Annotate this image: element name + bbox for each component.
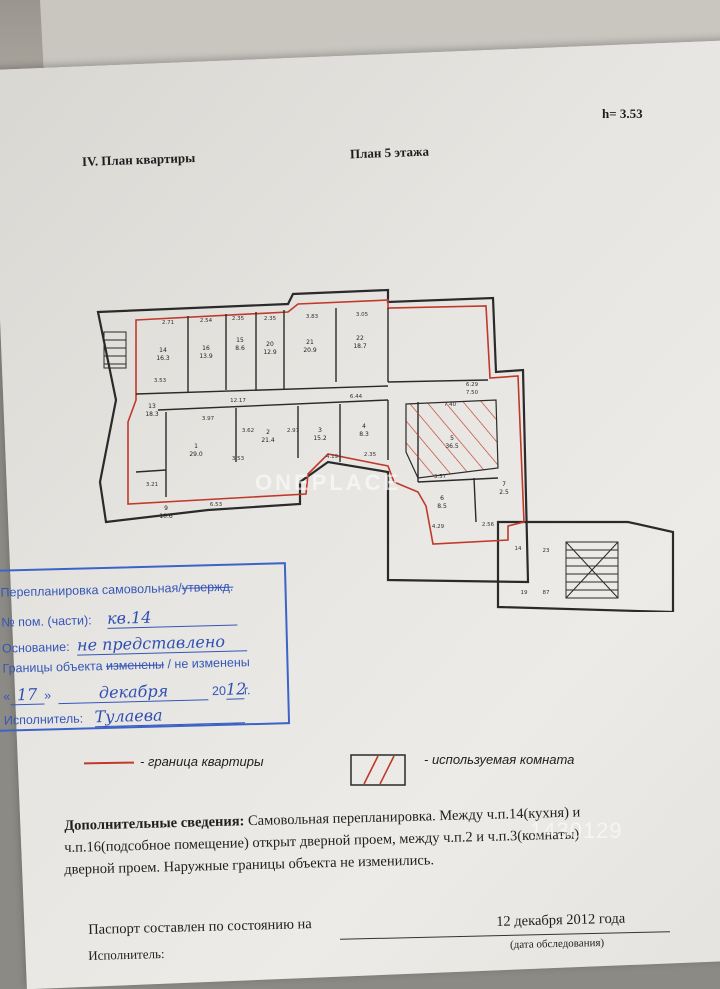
stamp-status-label: Перепланировка самовольная/ — [0, 580, 182, 600]
survey-date: 12 декабря 2012 года — [496, 910, 626, 930]
dim-label: 3.57 — [434, 474, 447, 480]
dim-label: 3.97 — [202, 416, 215, 422]
room-7-area: 2.5 — [499, 489, 509, 496]
watermark-listing-id: 1430129 — [530, 818, 623, 843]
stamp-bounds-value: / не изменены — [163, 655, 250, 672]
stamp-date-year-prefix: 20 — [211, 683, 227, 699]
stamp-bounds-label: Границы объекта — [2, 658, 107, 676]
room-2-area: 21.4 — [261, 437, 275, 444]
stamp-executor-line: Исполнитель: Тулаева — [4, 703, 245, 729]
dim-label: 3.62 — [242, 428, 254, 434]
stamp-bounds-struck: изменены — [105, 657, 165, 673]
dim-label: 2.54 — [200, 318, 213, 324]
stamp-line-2: № пом. (части): кв.14 — [1, 605, 238, 631]
room-21-area: 20.9 — [303, 347, 317, 354]
stamp-date-g: г. — [243, 683, 251, 698]
room-22-area: 18.7 — [353, 343, 367, 350]
room-1-label: 1 — [194, 443, 198, 450]
stamp-line-1: Перепланировка самовольная/утвержд. — [0, 580, 233, 600]
dim-label: 2.97 — [287, 428, 300, 434]
dim-label: 3.83 — [306, 314, 319, 320]
room-21-label: 21 — [306, 339, 314, 346]
stamp-line-3: Основание: не представлено — [2, 631, 248, 657]
room-6-label: 6 — [440, 495, 444, 502]
ceiling-height: h= 3.53 — [602, 106, 643, 121]
stamp-basis-label: Основание: — [1, 639, 70, 656]
dim-label: 7.50 — [466, 390, 479, 396]
dim-label: 2.71 — [162, 320, 174, 326]
room-16-label: 16 — [202, 345, 210, 352]
stamp-room-value: кв.14 — [106, 605, 238, 629]
dim-label: 6.29 — [466, 382, 479, 388]
dim-label: 2.35 — [264, 316, 277, 322]
watermark-brand: ONEPLACE — [255, 470, 402, 495]
room-20-label: 20 — [266, 341, 274, 348]
info-label: Дополнительные сведения: — [64, 813, 245, 834]
dim-label: 3.05 — [356, 312, 369, 318]
survey-date-caption: (дата обследования) — [509, 936, 605, 952]
dim-label: 2.35 — [364, 452, 377, 458]
room-3-area: 15.2 — [313, 435, 327, 442]
room-1-area: 29.0 — [189, 451, 203, 458]
legend-boundary-text: - граница квартиры — [140, 754, 264, 769]
room-15-label: 15 — [236, 337, 244, 344]
stamp-basis-value: не представлено — [76, 631, 248, 656]
floor-title: План 5 этажа — [349, 143, 430, 162]
room-4-area: 8.3 — [359, 431, 369, 438]
stamp-line-4: Границы объекта изменены / не изменены — [2, 655, 250, 675]
dim-label: 23 — [543, 548, 550, 554]
dim-label: 14 — [515, 546, 522, 552]
stamp-date-day: 17 — [9, 684, 45, 706]
dim-label: 4.29 — [432, 524, 445, 530]
stamp-date-year-suffix: 12 — [225, 679, 247, 700]
stamp-date-line: «17» декабря 2012г. — [3, 679, 251, 706]
stair-block-wall — [496, 520, 675, 612]
used-room-hatch — [405, 399, 499, 479]
stamp-executor-label: Исполнитель: — [3, 711, 84, 728]
dim-label: 3.21 — [146, 482, 158, 488]
room-20-area: 12.9 — [263, 349, 277, 356]
dim-label: 6.44 — [350, 394, 363, 400]
dim-label: 4.19 — [326, 454, 339, 460]
redevelopment-stamp: Перепланировка самовольная/утвержд. № по… — [0, 562, 291, 732]
outer-wall — [96, 288, 530, 584]
room-4-label: 4 — [362, 423, 366, 430]
room-3-label: 3 — [318, 427, 322, 434]
stamp-status-struck: утвержд. — [181, 579, 234, 595]
dim-label: 87 — [543, 590, 550, 596]
room-13-area: 18.3 — [145, 411, 159, 418]
room-16-area: 13.9 — [199, 353, 213, 360]
room-9-area: 10.6 — [159, 513, 173, 520]
dim-label: 6.53 — [210, 502, 223, 508]
dim-label: 7.40 — [444, 402, 457, 408]
room-15-area: 8.6 — [235, 345, 245, 352]
room-14-area: 16.3 — [156, 355, 170, 362]
room-13-label: 13 — [148, 403, 156, 410]
legend-hatch-swatch — [350, 754, 406, 786]
footer-executor-label: Исполнитель: — [88, 946, 165, 963]
room-5-area: 36.5 — [445, 443, 459, 450]
dim-label: 3.53 — [232, 456, 245, 462]
dim-label: 2.35 — [232, 316, 245, 322]
room-5-label: 5 — [450, 435, 454, 442]
room-7-label: 7 — [502, 481, 506, 488]
stairs-left-icon — [103, 331, 127, 369]
dim-label: 2.56 — [482, 522, 495, 528]
dim-label: 3.53 — [154, 378, 167, 384]
stamp-executor-signature: Тулаева — [94, 703, 245, 728]
room-22-label: 22 — [356, 335, 364, 342]
dim-label: 19 — [521, 590, 528, 596]
room-2-label: 2 — [266, 429, 270, 436]
stamp-room-label: № пом. (части): — [1, 613, 92, 630]
dim-label: 12.17 — [230, 398, 246, 404]
apartment-boundary — [127, 299, 525, 545]
floor-plan: 14 16.3 16 13.9 15 8.6 20 12.9 21 20.9 2… — [96, 288, 675, 612]
stairs-icon — [565, 541, 619, 599]
legend-used-room-text: - используемая комната — [424, 752, 575, 767]
room-6-area: 8.5 — [437, 503, 447, 510]
stamp-date-month: декабря — [58, 680, 209, 705]
room-9-label: 9 — [164, 505, 168, 512]
room-14-label: 14 — [159, 347, 167, 354]
